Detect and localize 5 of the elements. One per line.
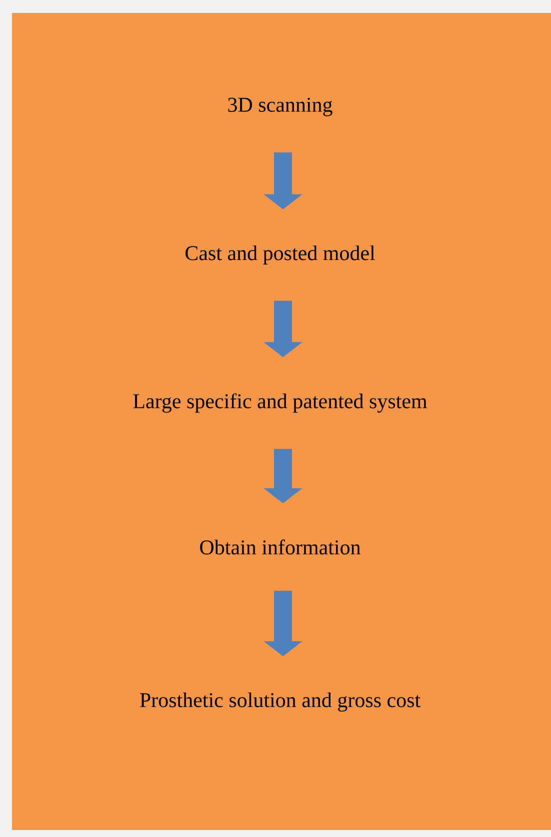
step-text: Large specific and patented system (133, 393, 428, 413)
step-text: Obtain information (200, 540, 360, 554)
step-text: Cast and posted model (186, 245, 375, 265)
step-text: Prosthetic solution and gross cost (140, 692, 420, 712)
step-text: 3D scanning (228, 98, 332, 116)
